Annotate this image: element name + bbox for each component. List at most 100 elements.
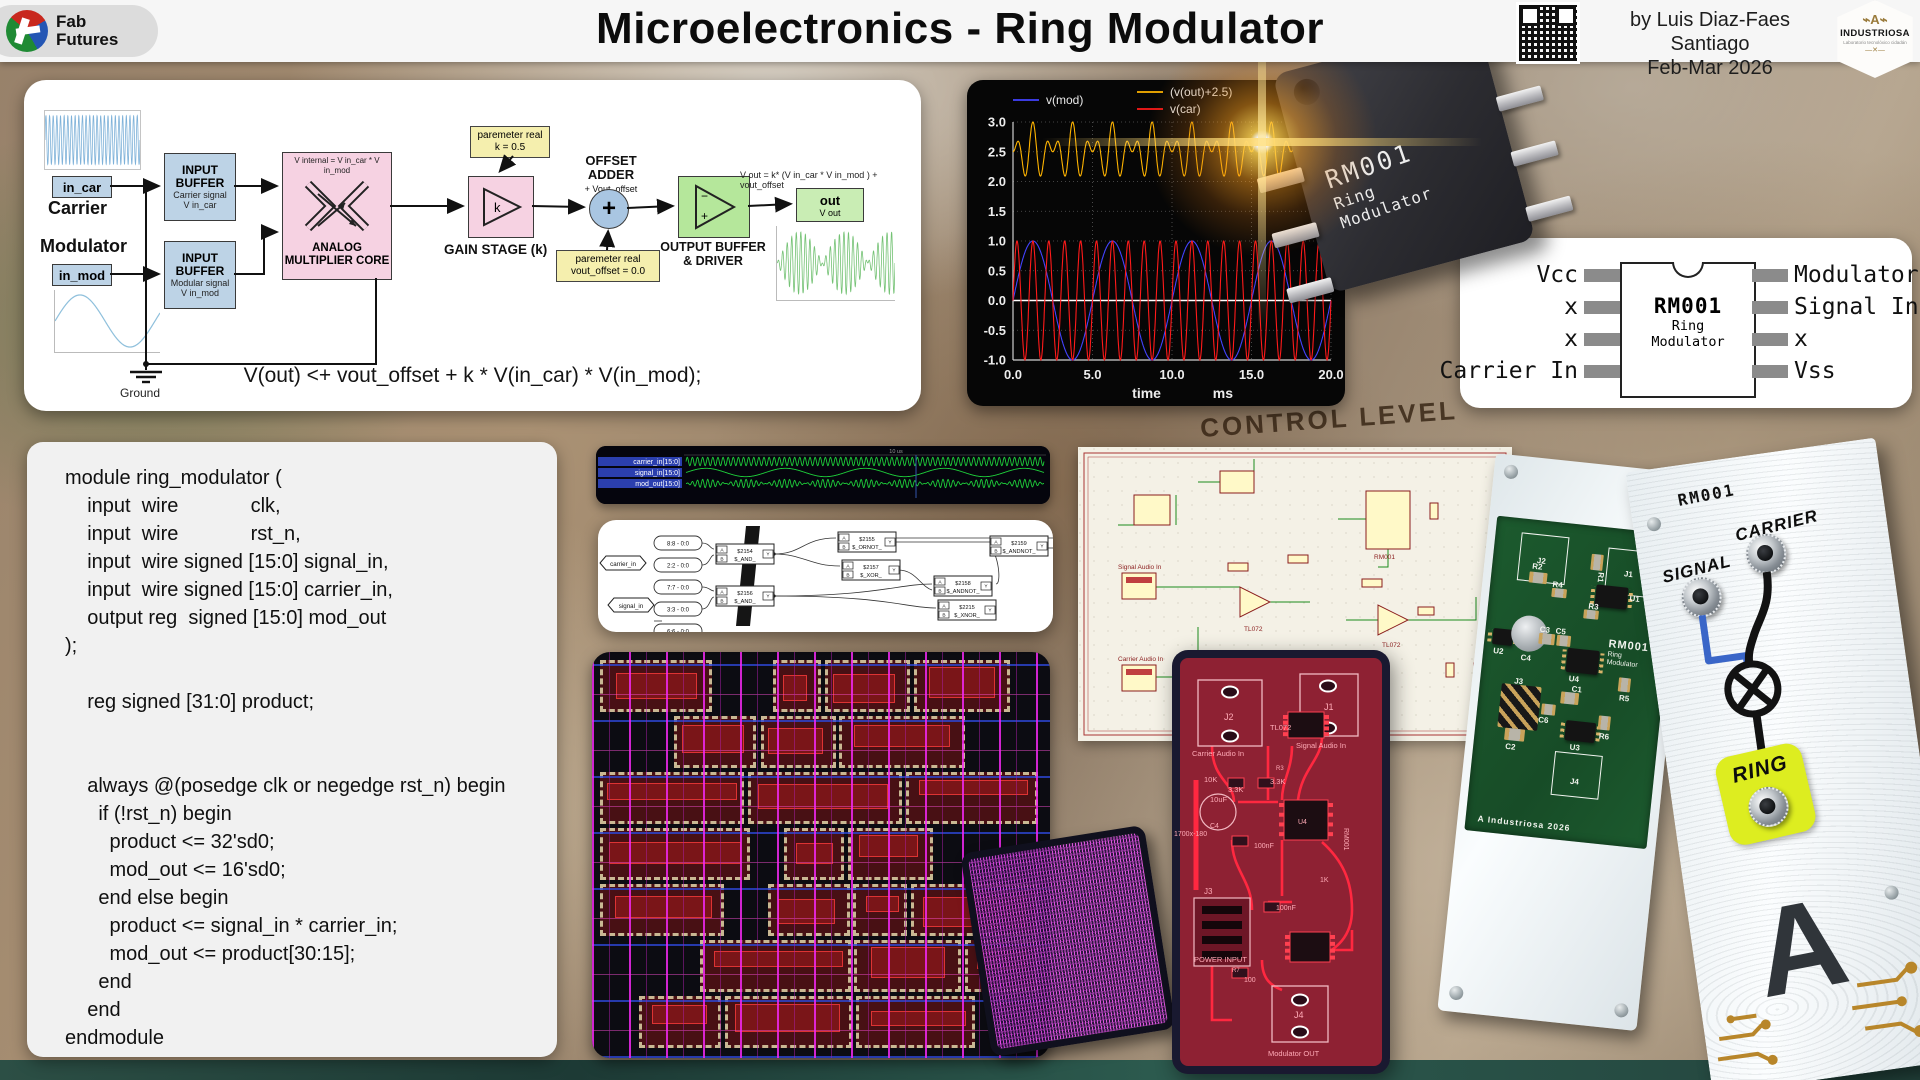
svg-text:100nF: 100nF [1254,843,1274,850]
analog-multiplier-core: V internal = V in_car * V in_mod ANALOG … [282,152,392,280]
carrier-waveform-thumbnail [44,110,141,170]
opamp-minus: − [701,189,708,203]
pin-header-j3 [1497,683,1542,732]
silk-ref: C2 [1504,741,1516,752]
obuf-title-line: & DRIVER [683,254,743,268]
fab-futures-logo-text: Fab Futures [56,13,118,49]
pinout-chip-type: Ring [1671,318,1705,334]
svg-text:TL072: TL072 [1270,723,1291,732]
multiply-node-icon [1724,660,1782,718]
svg-text:signal_in: signal_in [619,603,644,610]
svg-text:B: B [938,589,941,595]
industriosa-name: INDUSTRIOSA [1840,28,1910,39]
pin-label-signal-in: Signal In [1794,294,1919,320]
input-buffer-title: INPUT BUFFER [175,163,225,190]
silk-ref: U4 [1568,674,1580,685]
input-buffer-sub: Carrier signal [173,190,227,200]
input-buffer-carrier: INPUT BUFFER Carrier signal V in_car [164,153,236,221]
svg-text:$_XNOR_: $_XNOR_ [954,613,980,619]
svg-text:Modulator OUT: Modulator OUT [1268,1049,1320,1058]
svg-text:POWER INPUT: POWER INPUT [1194,955,1247,964]
adder-title-line: ADDER [587,167,635,182]
output-buffer-title: OUTPUT BUFFER & DRIVER [658,240,768,268]
input-buffer-signal: V in_mod [180,288,220,298]
pin-pad [1752,269,1788,282]
svg-text:15.0: 15.0 [1239,367,1264,382]
svg-text:5.0: 5.0 [1083,367,1101,382]
svg-text:10.0: 10.0 [1159,367,1184,382]
svg-text:Y: Y [888,540,892,546]
pinout-chip-name: RM001 [1653,294,1723,318]
date-range: Feb-Mar 2026 [1647,57,1773,79]
verilog-code: module ring_modulator ( input wire clk, … [65,467,506,1049]
svg-text:Signal Audio In: Signal Audio In [1118,564,1162,571]
block-diagram-panel: in_car Carrier Modulator in_mod INPUT BU… [24,80,921,411]
gain-triangle-icon: k [483,187,523,227]
chip-marking: RM001 Ring Modulator [1322,136,1435,233]
verilog-code-panel: module ring_modulator ( input wire clk, … [27,442,557,1057]
out-port-name: out [819,192,841,208]
svg-text:100: 100 [1244,977,1256,984]
svg-text:$2158: $2158 [955,581,971,587]
svg-text:3.0: 3.0 [988,115,1006,130]
fab-futures-line1: Fab [56,12,87,31]
pinout-chip-type: Modulator [1651,334,1725,350]
pin-label-x: x [1794,326,1808,352]
svg-text:mod_out[15:0]: mod_out[15:0] [635,481,680,488]
pin-pad [1752,301,1788,314]
silk-ref: R2 [1531,561,1543,572]
pin1-dimple-icon [1290,76,1323,108]
chip-pin [1525,195,1574,222]
screw-icon [1646,516,1662,533]
header-bar: Microelectronics - Ring Modulator Fab Fu… [0,0,1920,79]
svg-text:carrier_in: carrier_in [610,561,636,568]
pin-label-x: x [1564,294,1578,320]
input-buffer-sub: Modular signal [170,278,230,288]
out-port-signal: V out [819,207,841,218]
svg-text:B: B [842,545,845,551]
svg-text:$2156: $2156 [737,591,753,597]
svg-text:0.5: 0.5 [988,263,1006,278]
resistor-r6 [1597,715,1611,731]
svg-text:k: k [494,200,501,215]
offset-adder: + [589,189,629,229]
svg-text:Y: Y [1040,544,1044,550]
svg-text:3:3 - 0:0: 3:3 - 0:0 [667,608,690,614]
input-buffer-modulator: INPUT BUFFER Modular signal V in_mod [164,241,236,309]
svg-text:$_AND_: $_AND_ [734,599,756,605]
modulator-label: Modulator [40,236,127,256]
svg-text:A: A [842,536,846,542]
industriosa-badge: ⌁A⌁ INDUSTRIOSA Laboratorio tecnolóxico … [1837,0,1913,78]
screw-icon [1503,464,1519,480]
eurorack-front-panel: RM001 SIGNAL CARRIER RING A [1625,437,1920,1080]
svg-text:(v(out)+2.5): (v(out)+2.5) [1170,85,1232,99]
svg-text:signal_in[15:0]: signal_in[15:0] [635,470,680,477]
svg-text:A: A [720,548,724,554]
note-line: k = 0.5 [494,142,526,153]
svg-text:7:7 - 0:0: 7:7 - 0:0 [667,586,690,592]
in-car-port: in_car [52,176,112,198]
svg-text:$_XOR_: $_XOR_ [860,573,882,579]
svg-text:v(mod): v(mod) [1046,93,1083,107]
svg-text:1700x-180: 1700x-180 [1174,831,1207,838]
capacitor-c2 [1504,727,1526,742]
bottom-strip [0,1060,1920,1080]
soic-ic-u1 [1594,584,1629,610]
chip-die-render [960,824,1176,1058]
resistor-r5 [1617,677,1632,693]
svg-text:RM001: RM001 [1342,828,1349,851]
silk-ref: C3 [1539,624,1551,635]
svg-text:$_ORNOT_: $_ORNOT_ [852,545,882,551]
industriosa-mark: ⌁A⌁ [1862,12,1888,27]
svg-text:10uF: 10uF [1210,795,1228,804]
offset-parameter-note: paremeter real vout_offset = 0.0 [556,250,660,282]
ring-label: RING [1729,750,1791,788]
silk-ref: R6 [1598,731,1610,742]
input-buffer-title: INPUT BUFFER [175,251,225,278]
svg-text:A: A [938,580,942,586]
svg-text:J4: J4 [1294,1010,1304,1020]
fab-futures-logo-icon [6,10,48,52]
gain-stage: k [468,176,534,238]
byline: by Luis Diaz-Faes Santiago Feb-Mar 2026 [1596,8,1824,80]
